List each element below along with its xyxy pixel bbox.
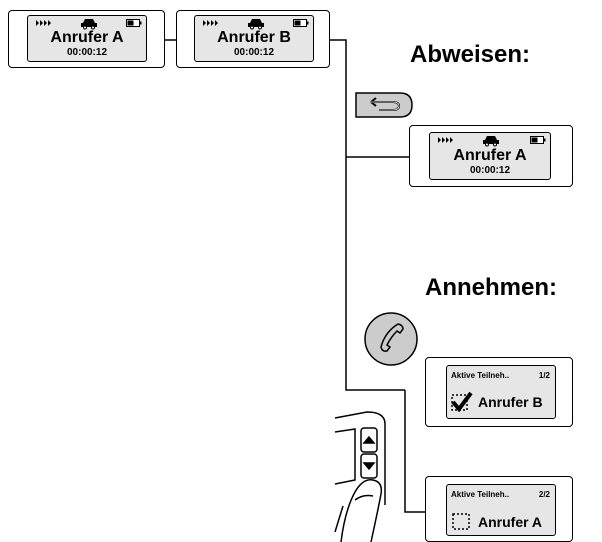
active-participant-card-2: Aktive Teilneh.. 2/2 Anrufer A — [425, 476, 573, 542]
status-bar — [195, 18, 313, 29]
caller-name: Anrufer A — [28, 30, 146, 46]
call-timer: 00:00:12 — [430, 166, 550, 176]
back-arrow-icon[interactable] — [355, 92, 415, 118]
call-timer: 00:00:12 — [28, 48, 146, 58]
accept-heading: Annehmen: — [425, 275, 557, 301]
caller-name: Anrufer A — [430, 148, 550, 164]
active-participant-card-1: Aktive Teilneh.. 1/2 Anrufer B — [425, 357, 573, 427]
call-card-a: Anrufer A 00:00:12 — [8, 10, 165, 68]
unchecked-checkbox-icon — [452, 513, 472, 531]
call-timer: 00:00:12 — [195, 48, 313, 58]
call-card-b: Anrufer B 00:00:12 — [176, 10, 330, 68]
reject-result-card: Anrufer A 00:00:12 — [409, 125, 573, 187]
battery-icon — [293, 19, 309, 27]
hand-pressing-key-illustration — [335, 410, 425, 542]
signal-icon — [438, 137, 458, 143]
signal-icon — [203, 20, 223, 26]
participants-title: Aktive Teilneh.. — [451, 490, 509, 499]
phone-screen: Anrufer B 00:00:12 — [194, 15, 314, 62]
participant-index: 2/2 — [539, 490, 550, 499]
participants-title: Aktive Teilneh.. — [451, 371, 509, 380]
phone-screen: Anrufer A 00:00:12 — [27, 15, 147, 62]
car-icon — [247, 18, 265, 29]
car-icon — [80, 18, 98, 29]
participant-name: Anrufer B — [478, 395, 543, 410]
status-bar — [28, 18, 146, 29]
signal-icon — [36, 20, 56, 26]
car-icon — [482, 135, 500, 146]
participant-name: Anrufer A — [478, 515, 542, 530]
reject-heading: Abweisen: — [410, 42, 530, 68]
caller-name: Anrufer B — [195, 30, 313, 46]
phone-handset-icon[interactable] — [363, 310, 423, 366]
battery-icon — [126, 19, 142, 27]
phone-screen: Anrufer A 00:00:12 — [429, 132, 551, 180]
checked-checkbox-icon — [451, 392, 473, 412]
phone-screen: Aktive Teilneh.. 2/2 Anrufer A — [446, 484, 556, 536]
participant-index: 1/2 — [539, 371, 550, 380]
battery-icon — [530, 136, 546, 144]
phone-screen: Aktive Teilneh.. 1/2 Anrufer B — [446, 365, 556, 419]
status-bar — [430, 135, 550, 146]
